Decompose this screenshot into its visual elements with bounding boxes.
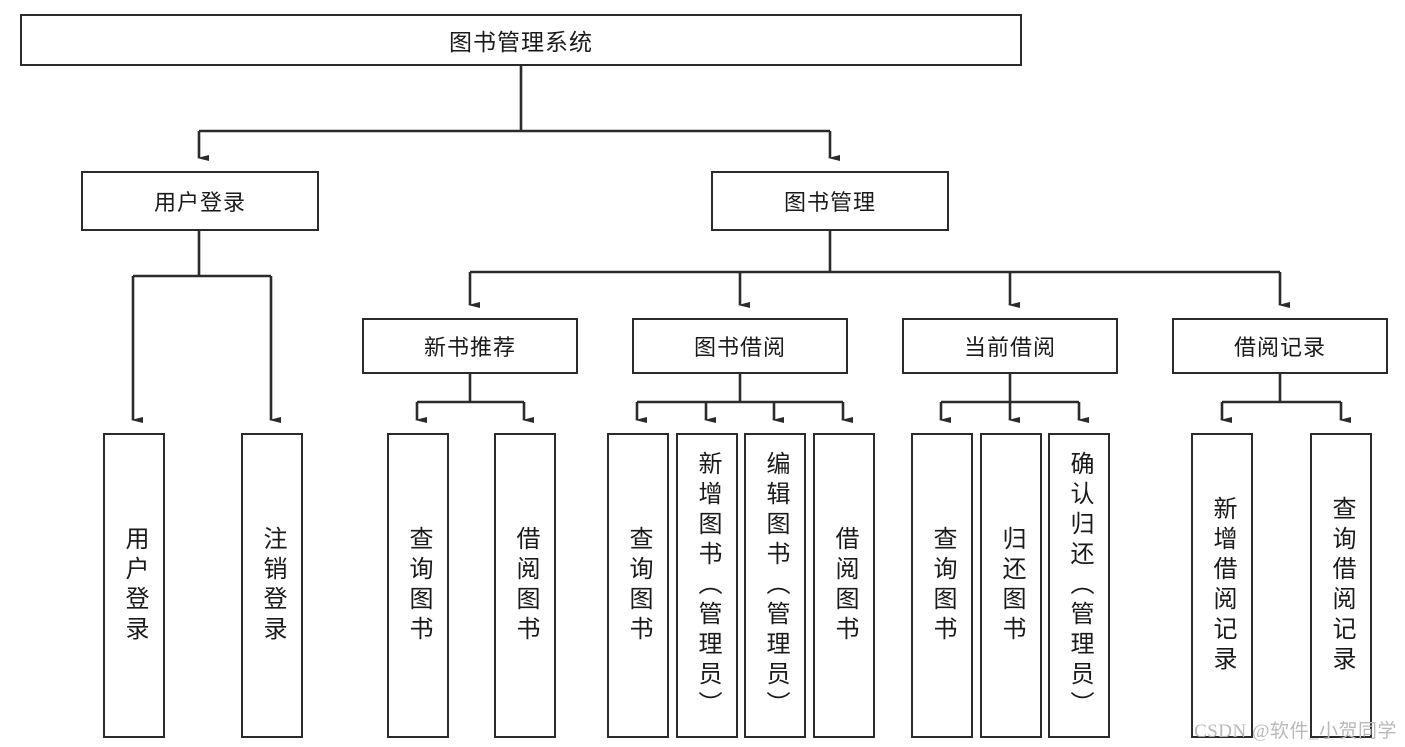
node-book-borrow[interactable]: 图书借阅 xyxy=(632,318,848,374)
node-user-login[interactable]: 用户登录 xyxy=(81,171,319,231)
node-label: 新书推荐 xyxy=(423,335,516,360)
node-label: 归还图书 xyxy=(998,525,1025,646)
node-label: 查询借阅记录 xyxy=(1328,495,1355,676)
node-label: 用户登录 xyxy=(153,190,246,215)
leaf-new-book-borrow[interactable]: 借阅图书 xyxy=(494,433,556,738)
node-new-book-recommend[interactable]: 新书推荐 xyxy=(362,318,578,374)
node-label: 用户登录 xyxy=(121,525,148,646)
leaf-user-login-login[interactable]: 用户登录 xyxy=(103,433,165,738)
node-label: 新增图书（管理员） xyxy=(694,450,721,721)
leaf-new-book-query[interactable]: 查询图书 xyxy=(387,433,449,738)
node-label: 注销登录 xyxy=(259,525,286,646)
leaf-user-login-logout[interactable]: 注销登录 xyxy=(241,433,303,738)
node-current-borrow[interactable]: 当前借阅 xyxy=(902,318,1118,374)
leaf-borrow-borrow-book[interactable]: 借阅图书 xyxy=(813,433,875,738)
node-label: 借阅图书 xyxy=(831,525,858,646)
leaf-borrow-edit-book-admin[interactable]: 编辑图书（管理员） xyxy=(744,433,806,738)
leaf-records-query-record[interactable]: 查询借阅记录 xyxy=(1310,433,1372,738)
node-label: 查询图书 xyxy=(929,525,956,646)
node-label: 借阅记录 xyxy=(1233,335,1326,360)
node-label: 图书借阅 xyxy=(693,335,786,360)
leaf-current-confirm-return-admin[interactable]: 确认归还（管理员） xyxy=(1048,433,1110,738)
node-label: 查询图书 xyxy=(405,525,432,646)
leaf-records-add-record[interactable]: 新增借阅记录 xyxy=(1191,433,1253,738)
node-label: 新增借阅记录 xyxy=(1209,495,1236,676)
node-borrow-records[interactable]: 借阅记录 xyxy=(1172,318,1388,374)
node-label: 查询图书 xyxy=(625,525,652,646)
node-label: 借阅图书 xyxy=(512,525,539,646)
node-label: 确认归还（管理员） xyxy=(1066,450,1093,721)
node-label: 编辑图书（管理员） xyxy=(762,450,789,721)
leaf-borrow-query-book[interactable]: 查询图书 xyxy=(607,433,669,738)
watermark-csdn: CSDN @软件_小贺同学 xyxy=(1194,721,1397,742)
node-root-system[interactable]: 图书管理系统 xyxy=(20,14,1022,66)
leaf-current-return-book[interactable]: 归还图书 xyxy=(980,433,1042,738)
node-label: 图书管理系统 xyxy=(449,29,593,55)
leaf-borrow-add-book-admin[interactable]: 新增图书（管理员） xyxy=(676,433,738,738)
leaf-current-query-book[interactable]: 查询图书 xyxy=(911,433,973,738)
node-label: 图书管理 xyxy=(783,190,876,215)
node-label: 当前借阅 xyxy=(963,335,1056,360)
node-book-management[interactable]: 图书管理 xyxy=(711,171,949,231)
